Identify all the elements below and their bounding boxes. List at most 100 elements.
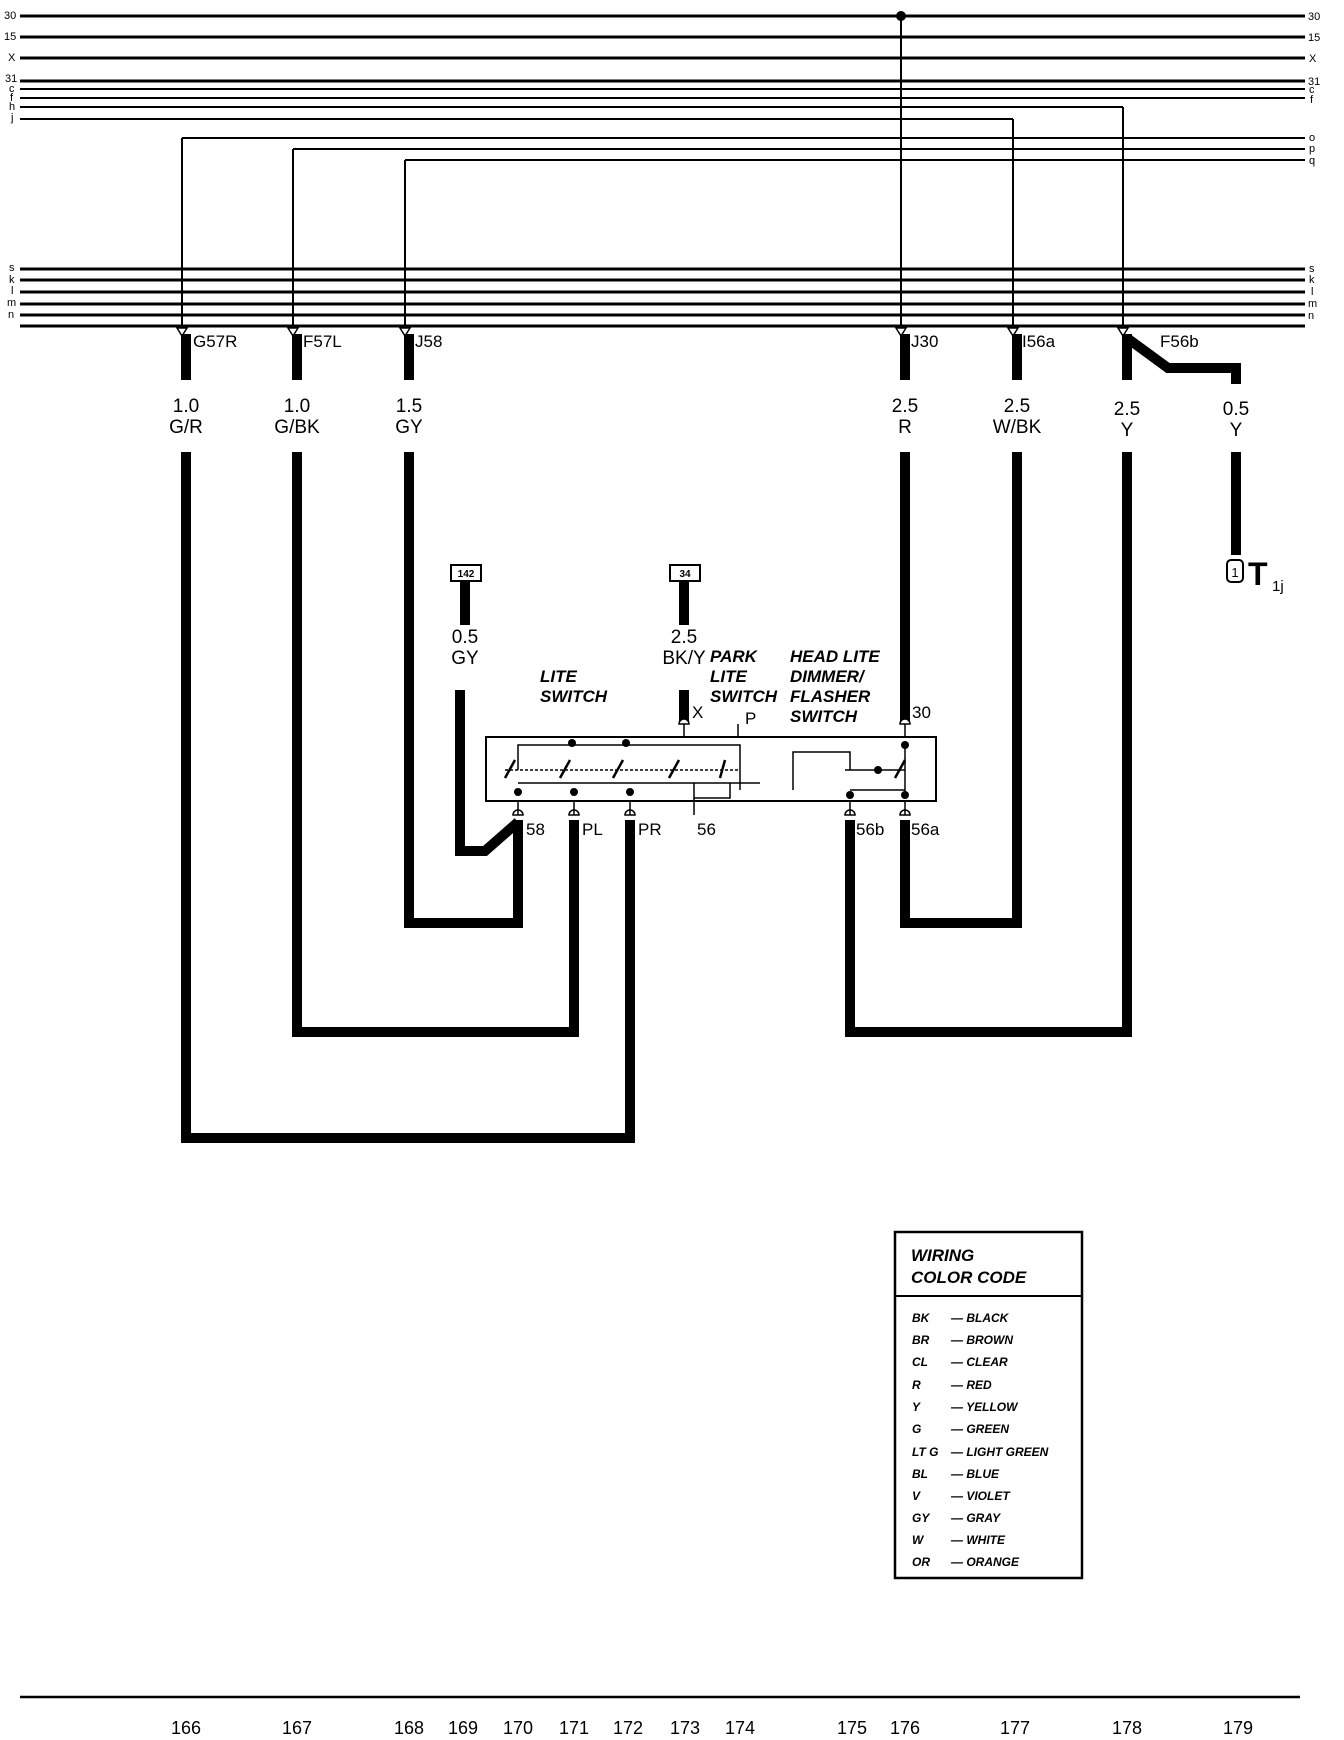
wire-177-wbk bbox=[900, 452, 1022, 928]
head-switch-title: HEAD LITE bbox=[790, 647, 880, 666]
footer-number: 177 bbox=[1000, 1718, 1030, 1738]
contact-blade bbox=[558, 759, 572, 779]
legend-name: — BROWN bbox=[950, 1333, 1013, 1347]
tap-label-g57r: G57R bbox=[193, 332, 237, 351]
legend-code: BR bbox=[912, 1333, 930, 1347]
legend-code: BL bbox=[912, 1467, 928, 1481]
switch-assembly bbox=[485, 718, 937, 816]
bus-label-right: 15 bbox=[1308, 32, 1320, 44]
color-legend: WIRING COLOR CODE BK — BLACK BR — BROWN … bbox=[893, 1230, 1084, 1580]
legend-box bbox=[893, 1230, 1084, 1580]
footer-number: 167 bbox=[282, 1718, 312, 1738]
connector-main: T bbox=[1248, 556, 1268, 592]
legend-name: — BLACK bbox=[950, 1311, 1010, 1325]
bus-label-left: h bbox=[9, 101, 15, 113]
legend-code: GY bbox=[912, 1511, 930, 1525]
bus-label-right: k bbox=[1309, 274, 1315, 286]
footer-number: 173 bbox=[670, 1718, 700, 1738]
connector-sub: 1j bbox=[1272, 578, 1284, 595]
internal-line bbox=[792, 751, 851, 790]
connector-t1j: 1 T 1j bbox=[1226, 556, 1284, 595]
ref-boxes: 142 34 bbox=[450, 564, 701, 582]
bus-label-right: m bbox=[1308, 298, 1317, 310]
legend-name: — WHITE bbox=[950, 1533, 1006, 1547]
park-switch-title: LITE bbox=[710, 667, 747, 686]
bus-label-right: 31 bbox=[1308, 76, 1320, 88]
bus-labels-right: 30 15 X 31 c f o p q s k l m n bbox=[1308, 11, 1320, 322]
bus-label-left: 15 bbox=[4, 31, 16, 43]
wire-color: R bbox=[898, 417, 912, 438]
switch-pins bbox=[512, 718, 911, 816]
legend-name: — VIOLET bbox=[950, 1489, 1011, 1503]
bus-lines bbox=[20, 14, 1305, 328]
tap-marker bbox=[1006, 327, 1020, 338]
tap-labels: G57R F57L J58 J30 I56a F56b bbox=[193, 332, 1199, 351]
contact-blade bbox=[503, 759, 517, 779]
legend-name: — RED bbox=[950, 1378, 992, 1392]
bus-label-left: 30 bbox=[4, 10, 16, 22]
terminal-label-58: 58 bbox=[526, 820, 545, 839]
wire-color: W/BK bbox=[993, 417, 1042, 438]
park-switch-title: SWITCH bbox=[710, 687, 778, 706]
switch-node bbox=[626, 788, 634, 796]
legend-title: COLOR CODE bbox=[911, 1268, 1027, 1287]
legend-code: W bbox=[912, 1533, 925, 1547]
switch-node bbox=[846, 791, 854, 799]
terminal-pin bbox=[899, 718, 911, 725]
switch-node bbox=[570, 788, 578, 796]
lite-switch-title: SWITCH bbox=[540, 687, 608, 706]
switch-titles: LITE SWITCH PARK LITE SWITCH HEAD LITE D… bbox=[540, 647, 880, 726]
wire-166-gr bbox=[181, 452, 635, 1143]
bus-label-right: o bbox=[1309, 132, 1315, 144]
switch-node bbox=[568, 739, 576, 747]
switch-housing bbox=[485, 736, 937, 802]
bus-label-right: c bbox=[1309, 84, 1315, 96]
terminal-label-p: P bbox=[745, 709, 756, 728]
bus-label-right: X bbox=[1309, 53, 1317, 65]
tap-marker bbox=[894, 327, 908, 338]
wire-gauge: 1.0 bbox=[173, 396, 199, 417]
footer-number: 168 bbox=[394, 1718, 424, 1738]
legend-entries: BK — BLACK BR — BROWN CL — CLEAR R — RED… bbox=[912, 1311, 1049, 1569]
tap-label-j58: J58 bbox=[415, 332, 442, 351]
terminal-label-x: X bbox=[692, 703, 703, 722]
tap-markers bbox=[175, 327, 1130, 338]
legend-name: — ORANGE bbox=[950, 1555, 1020, 1569]
footer-number: 178 bbox=[1112, 1718, 1142, 1738]
wire-color: GY bbox=[451, 648, 479, 669]
bus-label-left: j bbox=[10, 112, 13, 124]
switch-node bbox=[901, 791, 909, 799]
wire-167-gbk bbox=[292, 452, 579, 1037]
wire-gauge: 2.5 bbox=[671, 627, 697, 648]
wire-gauge: 1.0 bbox=[284, 396, 310, 417]
bus-label-left: k bbox=[9, 274, 15, 286]
bus-labels-left: 30 15 X 31 c f h j s k l m n bbox=[4, 10, 17, 321]
legend-code: CL bbox=[912, 1355, 928, 1369]
legend-code: OR bbox=[912, 1555, 930, 1569]
footer-number: 175 bbox=[837, 1718, 867, 1738]
footer-number: 166 bbox=[171, 1718, 201, 1738]
terminal-label-56a: 56a bbox=[911, 820, 940, 839]
terminal-labels: 58 PL PR 56 56b 56a X P 30 bbox=[526, 703, 940, 839]
park-switch-title: PARK bbox=[710, 647, 759, 666]
head-switch-title: SWITCH bbox=[790, 707, 858, 726]
wire-color: GY bbox=[395, 417, 423, 438]
wire-178-y bbox=[845, 452, 1132, 1037]
tap-marker bbox=[1116, 327, 1130, 338]
legend-name: — GREEN bbox=[950, 1422, 1009, 1436]
tap-label-f57l: F57L bbox=[303, 332, 342, 351]
tap-label-j30: J30 bbox=[911, 332, 938, 351]
bus-label-right: q bbox=[1309, 155, 1315, 167]
wire-142-gy bbox=[455, 690, 522, 856]
contact-blade bbox=[667, 759, 681, 779]
internal-line bbox=[693, 783, 731, 799]
wire-gauge: 2.5 bbox=[892, 396, 918, 417]
terminal-label-56: 56 bbox=[697, 820, 716, 839]
legend-name: — CLEAR bbox=[950, 1355, 1008, 1369]
legend-code: R bbox=[912, 1378, 921, 1392]
wire-color: G/R bbox=[169, 417, 203, 438]
bus-label-left: 31 bbox=[5, 73, 17, 85]
footer-number: 179 bbox=[1223, 1718, 1253, 1738]
head-switch-title: DIMMER/ bbox=[790, 667, 866, 686]
switch-node bbox=[622, 739, 630, 747]
